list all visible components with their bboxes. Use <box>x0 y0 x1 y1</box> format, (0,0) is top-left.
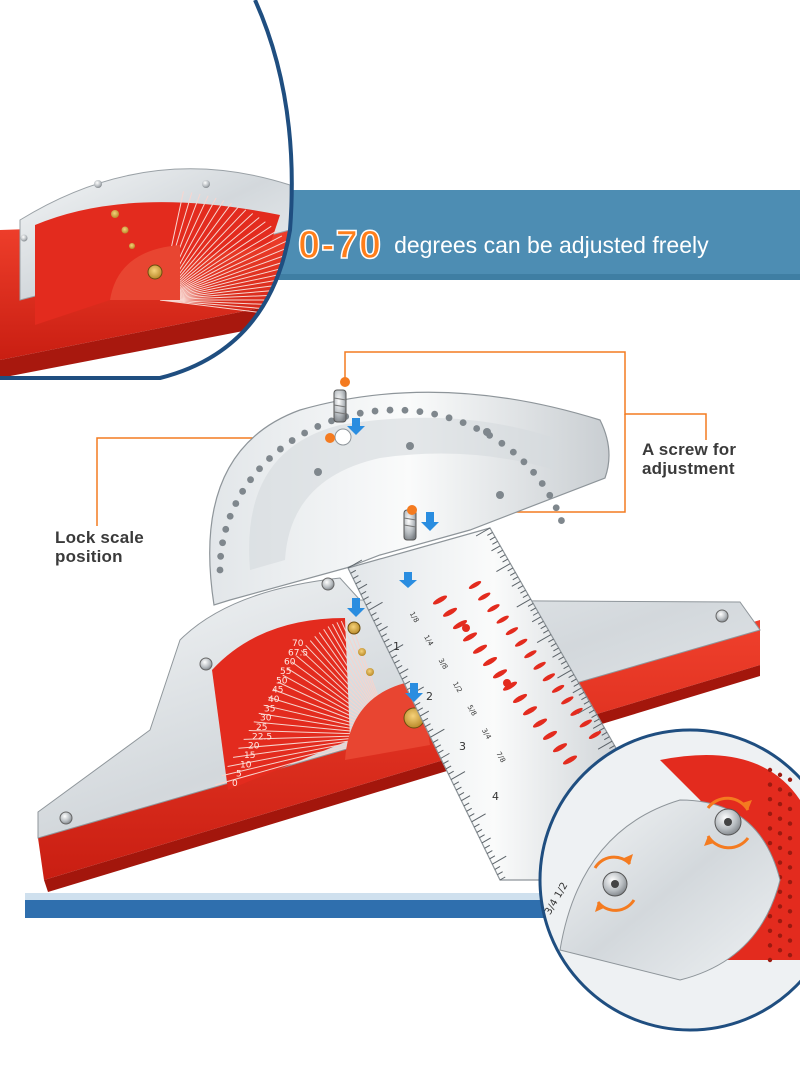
scale-label: 67.5 <box>288 648 308 658</box>
scale-label: 5 <box>236 770 242 780</box>
protractor-plate <box>209 391 610 606</box>
scale-label: 20 <box>248 742 260 752</box>
scale-label: 35 <box>264 704 275 714</box>
scale-label: 70 <box>292 639 304 649</box>
scale-label: 22.5 <box>252 732 272 742</box>
scale-label: 45 <box>272 686 283 696</box>
bottom-band <box>25 900 585 918</box>
headline-banner <box>262 190 800 278</box>
scale-label: 30 <box>260 714 272 724</box>
scale-label: 15 <box>244 751 255 761</box>
screw-icon <box>333 377 350 423</box>
down-arrow-icon <box>347 418 439 702</box>
headline-highlight: 0-70 <box>297 222 383 268</box>
headline-text: degrees can be adjusted freely <box>394 231 709 258</box>
scale-label: 50 <box>276 676 288 686</box>
ruler-number: 4 <box>492 790 499 803</box>
ruler-number: 2 <box>426 690 433 703</box>
zoom-circle-top <box>0 0 292 378</box>
callout-adjust-screw: A screw for adjustment <box>642 440 737 478</box>
scale-label: 40 <box>268 695 280 705</box>
scale-label: 10 <box>240 760 252 770</box>
screw-icon <box>403 505 417 541</box>
scale-label: 25 <box>256 723 267 733</box>
zoom-circle-bottom: 3/4 1/2 <box>540 730 800 1030</box>
headline: 0-70 degrees can be adjusted freely <box>297 218 709 272</box>
scale-label: 55 <box>280 667 291 677</box>
scale-label: 0 <box>232 779 238 789</box>
ruler-number: 1 <box>393 640 400 653</box>
scale-label: 60 <box>284 658 296 668</box>
callout-lock-scale: Lock scale position <box>55 528 144 566</box>
ruler-number: 3 <box>459 740 466 753</box>
